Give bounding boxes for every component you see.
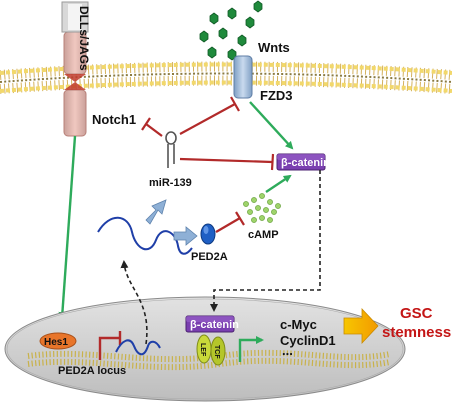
c-myc-label: c-Myc [280,317,317,332]
activate-fzd3-beta-catenin [249,101,294,150]
export-arrow [120,260,148,345]
activate-camp-beta-catenin [265,174,292,193]
beta-catenin-nucleus [185,315,235,333]
wnts-label: Wnts [258,40,290,55]
beta-catenin-cyto-label: β-catenin [281,157,330,169]
dlls-jags-label: DLLs/JAGs [77,6,91,71]
beta-catenin-nuc-label: β-catenin [190,319,239,331]
inhibit-hes1-ped2a-locus [98,331,122,360]
camp-label: cAMP [248,229,279,241]
mir139-hairpin [165,131,177,168]
target-gene-activation [238,336,264,362]
ellipsis-label: ... [282,343,293,358]
beta-catenin-translocation [210,170,321,312]
dlls-jags-ligand [61,1,89,33]
mir139-label: miR-139 [149,177,192,189]
ped2a-label: PED2A [191,251,228,263]
hes1-protein [39,332,77,350]
ped2a-enzyme [200,223,216,245]
inhibit-mir139-notch1 [141,117,163,137]
inhibit-mir139-fzd3 [179,96,240,135]
notch1-label: Notch1 [92,112,136,127]
gsc-output-arrow [343,307,379,345]
mrna-to-mir139-arrow [145,199,167,225]
lef-label: LEF [199,343,206,357]
translation-arrow [173,226,198,246]
fzd3-label: FZD3 [260,88,293,103]
cyclin-d1-label: CyclinD1 [280,333,336,348]
tcf-factor [210,336,226,366]
inhibit-mir139-beta-catenin [179,153,275,171]
ped2a-mrna [97,216,193,255]
wnt-ligands [199,0,263,61]
gsc-label: GSC [400,305,433,322]
camp-molecules [243,193,281,223]
cell-membrane [0,61,452,94]
inhibit-ped2a-camp [215,211,245,233]
tcf-label: TCF [213,345,220,359]
ped2a-locus-label: PED2A locus [58,365,126,377]
activate-notch1-hes1 [58,135,77,320]
hes1-label: Hes1 [44,337,68,348]
fzd3-receptor [233,55,253,99]
notch-receptor [63,31,87,137]
nuclear-transcript [115,339,161,356]
beta-catenin-cytoplasm [276,153,326,171]
stemness-label: stemness [382,324,451,341]
